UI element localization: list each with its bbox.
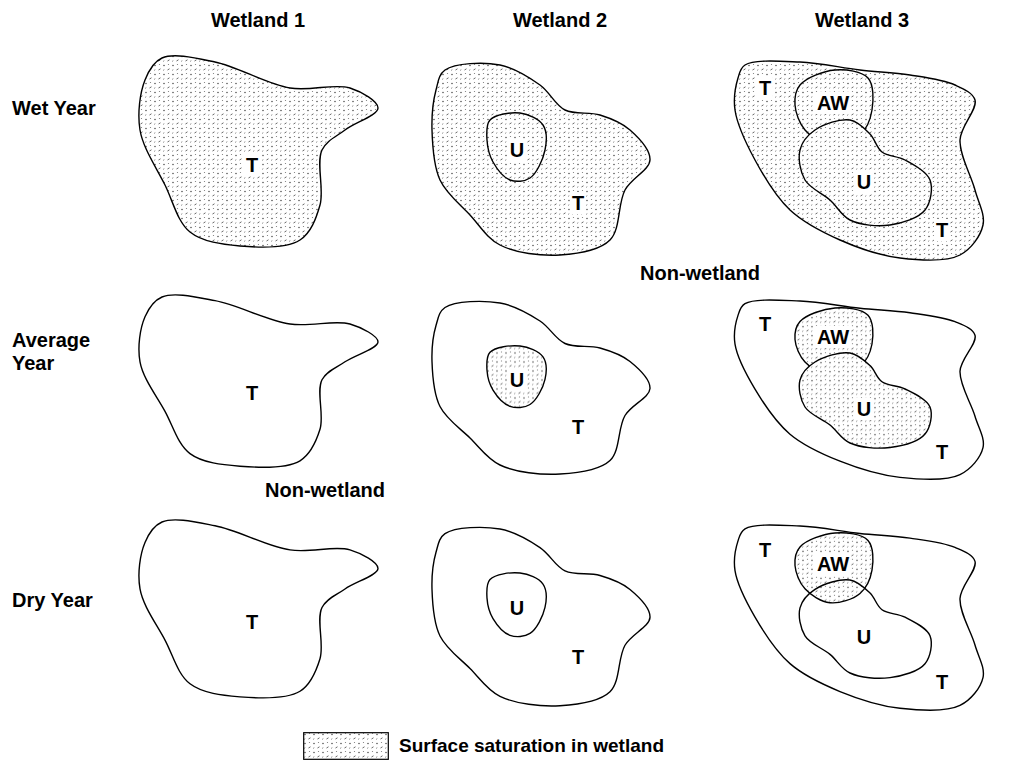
region-label: Non-wetland: [265, 479, 385, 502]
legend-swatch: [303, 732, 389, 760]
zone-code: U: [508, 369, 526, 391]
wetland-zone: U: [483, 342, 549, 410]
wetland-boundary: [799, 120, 931, 226]
wetland-zone: AW: [791, 529, 876, 607]
zone-code: U: [508, 139, 526, 161]
zone-code: T: [757, 77, 773, 99]
wetland-boundary: [139, 520, 378, 698]
wetland-boundary: [734, 300, 983, 479]
zone-code: T: [757, 313, 773, 335]
wetland-boundary: [487, 346, 546, 408]
wetland-zone: U: [483, 109, 549, 184]
wetland-zone: U: [483, 569, 549, 639]
wetland-boundary: [432, 63, 650, 255]
wetland-boundary: [734, 525, 983, 710]
zone-code: T: [570, 416, 586, 438]
zone-code: U: [855, 171, 873, 193]
wetland-boundary: [432, 302, 650, 475]
zone-code: U: [508, 597, 526, 619]
wetland-outline: T T AW U: [731, 522, 987, 712]
zone-code: T: [244, 611, 260, 633]
wetland-boundary: [432, 527, 650, 706]
row-heading: Dry Year: [12, 589, 93, 612]
wetland-boundary: [487, 573, 546, 637]
zone-code: T: [934, 441, 950, 463]
wetland-outline: T: [136, 293, 382, 470]
wetland-boundary: [795, 533, 873, 603]
zone-code: AW: [815, 92, 851, 114]
wetland-boundary: [799, 353, 931, 448]
wetland-shape: [136, 54, 382, 250]
zone-code: T: [244, 382, 260, 404]
column-heading: Wetland 2: [513, 9, 607, 32]
wetland-boundary: [139, 56, 378, 247]
wetland-zone: U: [796, 116, 934, 229]
wetland-boundary: [799, 579, 931, 678]
column-heading: Wetland 3: [815, 9, 909, 32]
wetland-outline: TU: [428, 299, 654, 478]
zone-code: T: [570, 192, 586, 214]
zone-code: U: [855, 398, 873, 420]
wetland-outline: TU: [428, 61, 654, 259]
wetland-boundary: [487, 113, 547, 182]
zone-code: T: [934, 671, 950, 693]
wetland-outline: T: [136, 518, 382, 701]
zone-code: T: [570, 646, 586, 668]
wetland-outline: T: [136, 54, 382, 250]
wetland-outline: TU: [428, 525, 654, 710]
column-heading: Wetland 1: [211, 9, 305, 32]
zone-code: AW: [815, 326, 851, 348]
wetland-shape: [136, 518, 382, 701]
zone-code: T: [934, 219, 950, 241]
legend-text: Surface saturation in wetland: [399, 735, 664, 757]
region-label: Non-wetland: [640, 262, 760, 285]
wetland-zone: U: [796, 576, 934, 682]
wetland-boundary: [734, 61, 983, 260]
wetland-zone: U: [796, 349, 934, 452]
row-heading: Wet Year: [12, 97, 96, 120]
zone-code: T: [757, 539, 773, 561]
zone-code: U: [855, 626, 873, 648]
row-heading: Average Year: [12, 329, 112, 375]
zone-code: AW: [815, 553, 851, 575]
wetland-boundary: [139, 295, 378, 467]
wetland-shape: [428, 525, 654, 710]
zone-code: T: [244, 154, 260, 176]
wetland-outline: T T AW U: [731, 58, 987, 262]
wetland-outline: T T AW U: [731, 297, 987, 481]
